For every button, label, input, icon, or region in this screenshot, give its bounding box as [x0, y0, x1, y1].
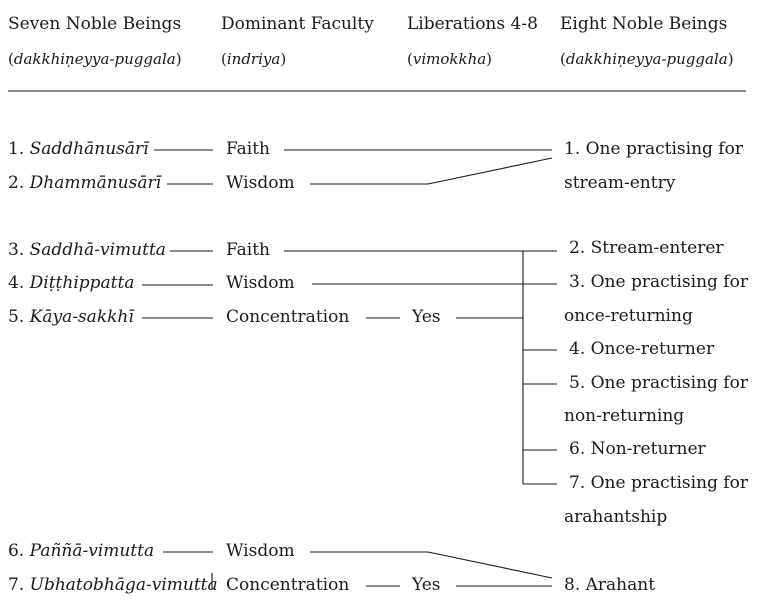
- eight-being-8: 8. Arahant: [564, 575, 656, 595]
- seven-being-3: 3. Saddhā-vimutta: [8, 240, 166, 260]
- faculty-5: Concentration: [226, 307, 350, 327]
- col4-header: Eight Noble Beings: [560, 14, 728, 34]
- eight-being-7-line2: arahantship: [564, 507, 668, 527]
- seven-being-4: 4. Diṭṭhippatta: [8, 273, 135, 293]
- faculty-4: Wisdom: [226, 273, 295, 293]
- seven-being-1: 1. Saddhānusārī: [8, 139, 149, 159]
- faculty-6: Wisdom: [226, 541, 295, 561]
- faculty-3: Faith: [226, 240, 270, 260]
- eight-being-7-line1: 7. One practising for: [569, 473, 748, 493]
- eight-being-3-line1: 3. One practising for: [569, 272, 748, 292]
- col2-subheader: (indriya): [221, 50, 287, 68]
- col3-subheader: (vimokkha): [407, 50, 493, 68]
- eight-being-2: 2. Stream-enterer: [569, 238, 724, 258]
- col1-header: Seven Noble Beings: [8, 14, 182, 34]
- eight-being-3-line2: once-returning: [564, 306, 693, 326]
- seven-being-2: 2. Dhammānusārī: [8, 173, 162, 193]
- faculty-1: Faith: [226, 139, 270, 159]
- eight-being-5-line2: non-returning: [564, 406, 685, 426]
- eight-being-5-line1: 5. One practising for: [569, 373, 748, 393]
- link-faculty6-diagonal: [427, 551, 553, 579]
- col3-header: Liberations 4-8: [407, 14, 538, 34]
- liberation-row7: Yes: [412, 575, 441, 595]
- faculty-2: Wisdom: [226, 173, 295, 193]
- eight-being-6: 6. Non-returner: [569, 439, 706, 459]
- link-faculty2-diagonal: [427, 157, 553, 185]
- faculty-7: Concentration: [226, 575, 350, 595]
- seven-being-7: 7. Ubhatobhāga-vimutta: [8, 575, 218, 595]
- eight-being-1-line2: stream-entry: [564, 173, 676, 193]
- liberation-row5: Yes: [412, 307, 441, 327]
- col2-header: Dominant Faculty: [221, 14, 374, 34]
- eight-being-4: 4. Once-returner: [569, 339, 715, 359]
- eight-being-1-line1: 1. One practising for: [564, 139, 743, 159]
- col1-subheader: (dakkhiṇeyya-puggala): [8, 50, 182, 68]
- seven-being-6: 6. Paññā-vimutta: [8, 541, 155, 561]
- col4-subheader: (dakkhiṇeyya-puggala): [560, 50, 734, 68]
- seven-being-5: 5. Kāya-sakkhī: [8, 307, 134, 327]
